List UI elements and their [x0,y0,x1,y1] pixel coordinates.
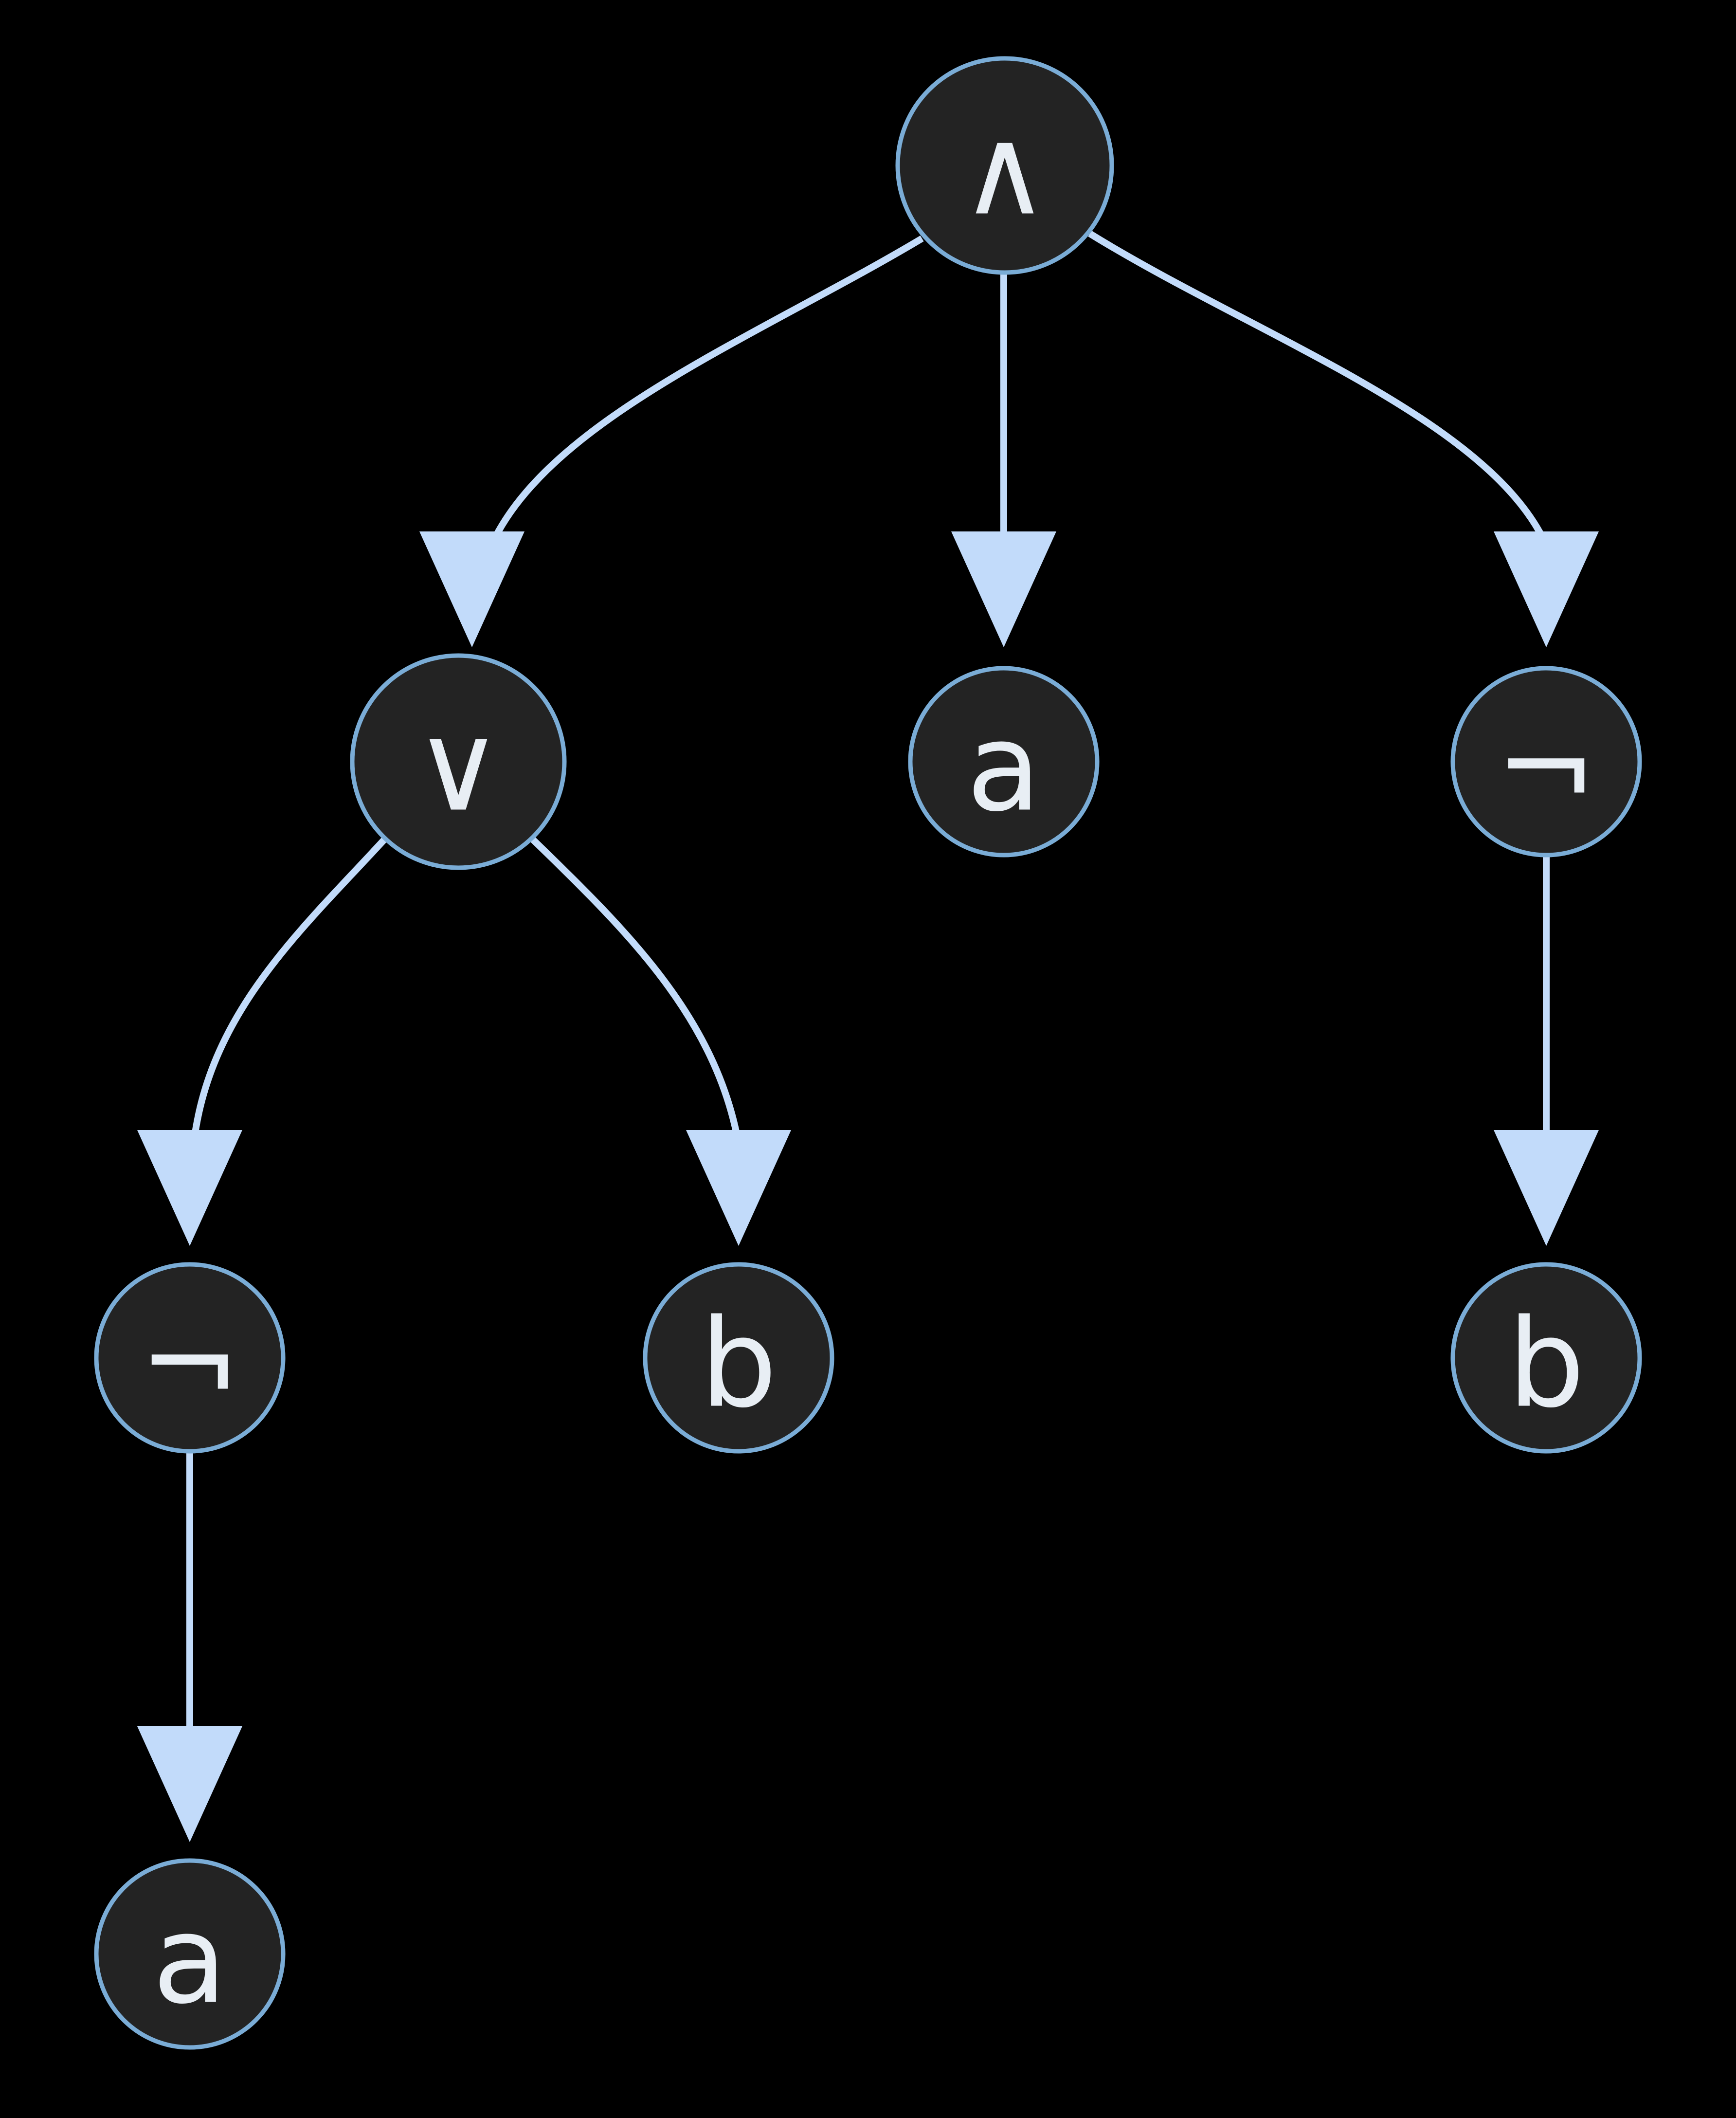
node-and-root[interactable]: ∧ [895,56,1114,275]
node-shape [1450,1262,1642,1454]
node-var-a-mid[interactable]: a [908,666,1100,858]
edge-and-to-a[interactable] [951,273,1056,647]
node-not-right[interactable]: ¬ [1450,666,1642,858]
node-layer: ∧ ∨ a ¬ ¬ [94,56,1642,2050]
node-shape [908,666,1100,858]
edge-path [1088,231,1550,547]
edge-not-to-b[interactable] [1494,855,1599,1246]
arrowhead-icon [137,1130,242,1246]
node-shape [94,1858,286,2050]
edge-path [190,837,387,1144]
edge-path [528,834,742,1145]
arrowhead-icon [1494,531,1599,647]
node-var-b-mid[interactable]: b [643,1262,834,1454]
arrowhead-icon [419,531,524,647]
node-shape [643,1262,834,1454]
edge-layer [137,231,1599,1842]
node-shape [94,1262,286,1454]
node-var-b-right[interactable]: b [1450,1262,1642,1454]
edge-not-to-a[interactable] [137,1451,242,1842]
node-not-left[interactable]: ¬ [94,1262,286,1454]
edge-or-to-b[interactable] [528,834,791,1246]
arrowhead-icon [137,1726,242,1842]
node-shape [895,56,1114,275]
arrowhead-icon [951,531,1056,647]
node-or[interactable]: ∨ [350,653,567,870]
arrowhead-icon [1494,1130,1599,1246]
node-shape [1450,666,1642,858]
node-shape [350,653,567,870]
node-var-a-bottom[interactable]: a [94,1858,286,2050]
arrowhead-icon [686,1130,791,1246]
edge-and-to-not[interactable] [1088,231,1599,647]
edge-and-to-or[interactable] [419,235,924,647]
edge-or-to-not[interactable] [137,837,387,1246]
edge-path [488,235,924,547]
